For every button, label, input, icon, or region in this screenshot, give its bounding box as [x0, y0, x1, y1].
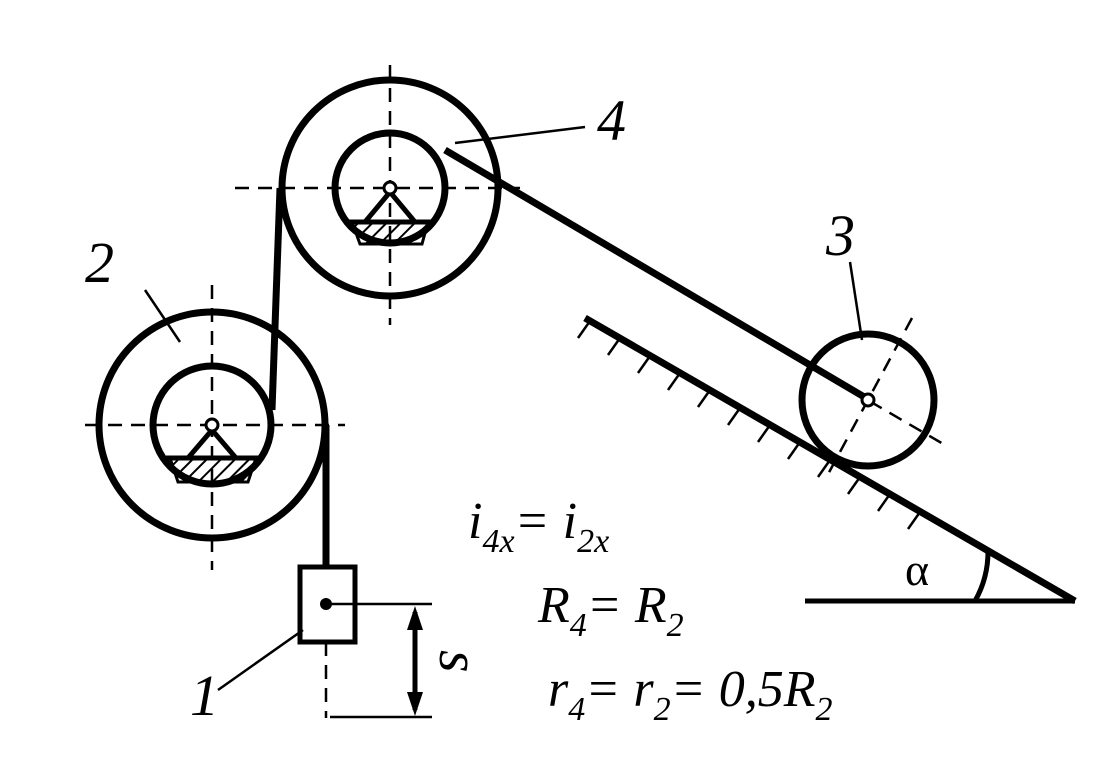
formula-r4-equals-r2-equals-half-R2: r4= r2= 0,5R2: [548, 661, 832, 728]
pulley-4: [235, 65, 520, 325]
displacement-s-dimension: [330, 602, 432, 719]
rope-4-to-3: [443, 146, 868, 402]
rope-2-to-4: [268, 187, 284, 411]
wheel-3: [789, 317, 946, 479]
inclined-plane: [576, 314, 1077, 605]
label-s: s: [427, 650, 492, 673]
pulley-4-support: [348, 180, 432, 246]
ropes: [268, 146, 868, 568]
alpha-arc: [972, 550, 991, 603]
body-1-block: [297, 564, 358, 718]
label-body-1: 1: [190, 663, 219, 728]
label-body-2: 2: [85, 230, 114, 295]
label-alpha: α: [905, 544, 929, 595]
pulley-2-support: [166, 417, 260, 484]
formula-i4x-equals-i2x: i4x= i2x: [468, 493, 609, 560]
label-body-3: 3: [825, 203, 855, 268]
pulley-2: [85, 285, 345, 570]
leader-lines: [143, 125, 864, 692]
formula-R4-equals-R2: R4= R2: [537, 577, 684, 644]
incline-hatching: [576, 320, 922, 530]
label-body-4: 4: [597, 88, 626, 153]
